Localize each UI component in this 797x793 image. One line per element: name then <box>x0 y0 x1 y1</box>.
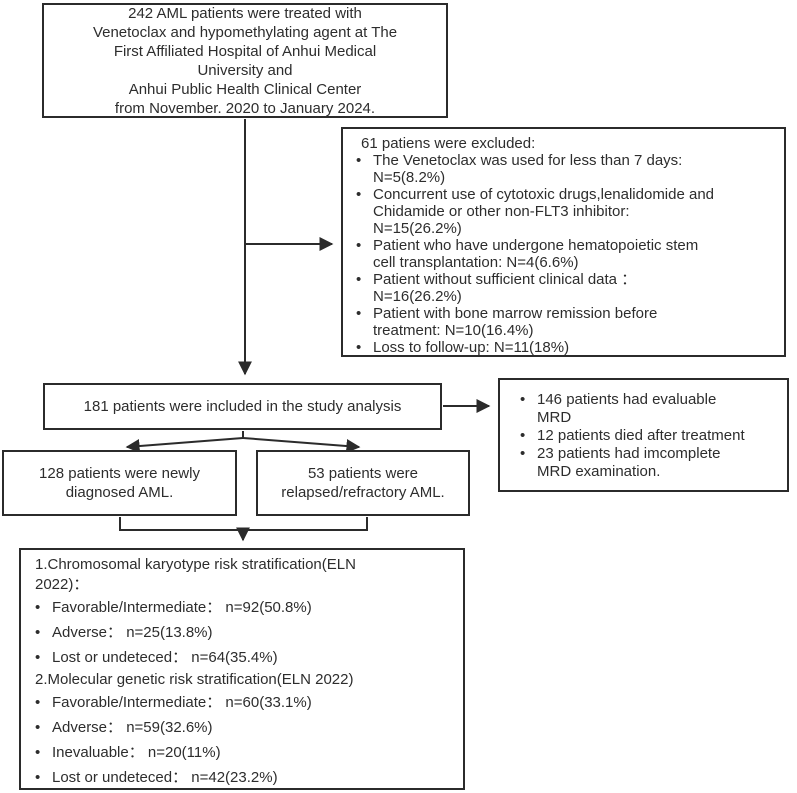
bullet-icon: • <box>520 445 526 462</box>
molecular-item: • Inevaluable： n=20(11%) <box>35 740 455 765</box>
exclusion-box: 61 patiens were excluded: • The Venetocl… <box>341 127 786 357</box>
mrd-box: • 146 patients had evaluable MRD • 12 pa… <box>498 378 789 492</box>
mrd-item-text: 23 patients had imcomplete MRD examinati… <box>537 445 721 480</box>
molecular-item: • Favorable/Intermediate： n=60(33.1%) <box>35 690 455 715</box>
molecular-item: • Lost or undeteced： n=42(23.2%) <box>35 765 455 790</box>
mrd-item: • 146 patients had evaluable MRD <box>520 391 783 427</box>
relapsed-refractory-box: 53 patients were relapsed/refractory AML… <box>256 450 470 516</box>
newly-diagnosed-text: 128 patients were newly diagnosed AML. <box>39 465 200 501</box>
molecular-item-text: Lost or undeteced： n=42(23.2%) <box>52 769 278 786</box>
bullet-icon: • <box>35 624 41 641</box>
arrow-split-left <box>125 437 244 454</box>
bullet-icon: • <box>35 599 41 616</box>
karyotype-item-text: Lost or undeteced： n=64(35.4%) <box>52 649 278 666</box>
exclusion-item: • Patient who have undergone hematopoiet… <box>356 237 778 271</box>
bullet-icon: • <box>35 649 41 666</box>
exclusion-item-text: Loss to follow-up: N=11(18%) <box>373 339 570 356</box>
exclusion-item: • Loss to follow-up: N=11(18%) <box>356 339 778 356</box>
karyotype-item: • Adverse： n=25(13.8%) <box>35 620 455 645</box>
exclusion-item-text: The Venetoclax was used for less than 7 … <box>373 152 683 186</box>
exclusion-item: • Patient without sufficient clinical da… <box>356 271 778 305</box>
included-text: 181 patients were included in the study … <box>83 398 402 415</box>
karyotype-section-title: 1.Chromosomal karyotype risk stratificat… <box>35 556 356 593</box>
molecular-section-title: 2.Molecular genetic risk stratification(… <box>35 671 354 688</box>
bullet-icon: • <box>35 694 41 711</box>
mrd-item-text: 12 patients died after treatment <box>537 427 745 444</box>
molecular-item-text: Favorable/Intermediate： n=60(33.1%) <box>52 694 312 711</box>
relapsed-refractory-text: 53 patients were relapsed/refractory AML… <box>281 465 445 501</box>
enrollment-box: 242 AML patients were treated with Venet… <box>42 3 448 118</box>
newly-diagnosed-box: 128 patients were newly diagnosed AML. <box>2 450 237 516</box>
exclusion-item: • Concurrent use of cytotoxic drugs,lena… <box>356 186 778 237</box>
bullet-icon: • <box>35 744 41 761</box>
karyotype-item: • Favorable/Intermediate： n=92(50.8%) <box>35 595 455 620</box>
stratification-box: 1.Chromosomal karyotype risk stratificat… <box>19 548 465 790</box>
arrow-split-right <box>242 437 361 454</box>
molecular-item-text: Adverse： n=59(32.6%) <box>52 719 213 736</box>
molecular-item: • Adverse： n=59(32.6%) <box>35 715 455 740</box>
exclusion-item-text: Patient with bone marrow remission befor… <box>373 305 658 339</box>
bullet-icon: • <box>35 769 41 786</box>
exclusion-item-text: Patient without sufficient clinical data… <box>373 271 637 305</box>
bullet-icon: • <box>520 427 526 444</box>
karyotype-item: • Lost or undeteced： n=64(35.4%) <box>35 645 455 670</box>
exclusion-item: • Patient with bone marrow remission bef… <box>356 305 778 339</box>
bullet-icon: • <box>356 271 362 288</box>
molecular-item-text: Inevaluable： n=20(11%) <box>52 744 221 761</box>
karyotype-item-text: Adverse： n=25(13.8%) <box>52 624 213 641</box>
mrd-item-text: 146 patients had evaluable MRD <box>537 391 717 426</box>
mrd-item: • 12 patients died after treatment <box>520 427 783 445</box>
bullet-icon: • <box>356 237 362 254</box>
enrollment-text: 242 AML patients were treated with Venet… <box>92 4 398 117</box>
mrd-item: • 23 patients had imcomplete MRD examina… <box>520 445 783 481</box>
karyotype-item-text: Favorable/Intermediate： n=92(50.8%) <box>52 599 312 616</box>
bullet-icon: • <box>356 152 362 169</box>
bullet-icon: • <box>35 719 41 736</box>
exclusion-title: 61 patiens were excluded: <box>361 135 536 152</box>
bullet-icon: • <box>356 339 362 356</box>
exclusion-item-text: Patient who have undergone hematopoietic… <box>373 237 699 271</box>
bullet-icon: • <box>356 186 362 203</box>
bullet-icon: • <box>356 305 362 322</box>
bullet-icon: • <box>520 391 526 408</box>
exclusion-item-text: Concurrent use of cytotoxic drugs,lenali… <box>373 186 715 237</box>
included-box: 181 patients were included in the study … <box>43 383 442 430</box>
exclusion-item: • The Venetoclax was used for less than … <box>356 152 778 186</box>
